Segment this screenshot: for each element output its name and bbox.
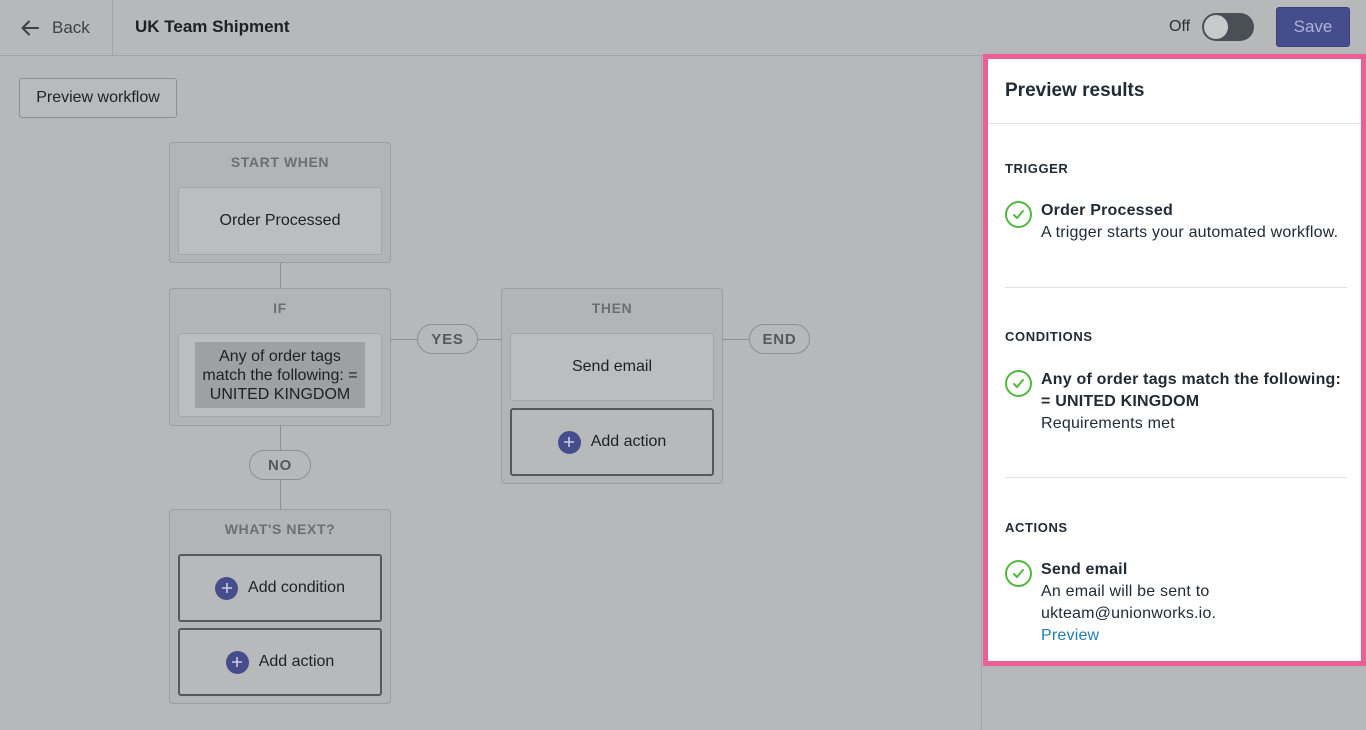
connector-no-next — [280, 480, 281, 509]
end-pill: END — [749, 324, 810, 354]
connector-start-if — [280, 263, 281, 288]
add-condition-button[interactable]: Add condition — [178, 554, 382, 622]
next-add-action-label: Add action — [258, 653, 335, 670]
actions-result-title: Send email — [1041, 561, 1128, 578]
trigger-result-description: A trigger starts your automated workflow… — [1041, 224, 1339, 241]
yes-pill: YES — [417, 324, 478, 354]
connector-if-yes — [391, 339, 417, 340]
conditions-result-description: Requirements met — [1041, 415, 1175, 432]
next-add-action-button[interactable]: Add action — [178, 628, 382, 696]
back-button[interactable]: Back — [0, 0, 113, 56]
conditions-result-title: Any of order tags match the following: =… — [1041, 371, 1342, 410]
plus-icon — [557, 430, 581, 454]
divider — [1005, 287, 1347, 288]
plus-icon — [225, 650, 249, 674]
connector-if-no — [280, 426, 281, 450]
then-header: THEN — [591, 299, 633, 316]
whats-next-header: WHAT'S NEXT? — [224, 520, 336, 537]
no-pill: NO — [249, 450, 311, 480]
actions-result: Send email An email will be sent to ukte… — [1005, 559, 1347, 647]
then-add-action-label: Add action — [590, 433, 667, 450]
if-header: IF — [273, 299, 287, 316]
workflow-toggle[interactable] — [1202, 13, 1254, 41]
then-add-action-button[interactable]: Add action — [510, 408, 714, 476]
action-send-email[interactable]: Send email — [510, 333, 714, 401]
connector-yes-then — [478, 339, 501, 340]
email-preview-link[interactable]: Preview — [1041, 627, 1100, 644]
divider — [1005, 477, 1347, 478]
condition-text: Any of order tags match the following: =… — [195, 342, 365, 408]
back-label: Back — [52, 18, 90, 37]
check-circle-icon — [1005, 201, 1032, 228]
condition-box[interactable]: Any of order tags match the following: =… — [178, 333, 382, 417]
start-when-card: START WHEN Order Processed — [169, 142, 391, 263]
actions-section-label: ACTIONS — [1005, 520, 1068, 535]
preview-workflow-button[interactable]: Preview workflow — [19, 78, 177, 118]
add-condition-label: Add condition — [248, 579, 345, 596]
then-card: THEN Send email Add action — [501, 288, 723, 484]
check-circle-icon — [1005, 560, 1032, 587]
actions-result-description: An email will be sent to ukteam@unionwor… — [1041, 583, 1217, 622]
toggle-label: Off — [1169, 18, 1191, 35]
check-circle-icon — [1005, 370, 1032, 397]
toggle-knob — [1204, 15, 1228, 39]
top-bar: Back UK Team Shipment Off Save — [0, 0, 1366, 56]
conditions-result: Any of order tags match the following: =… — [1005, 369, 1347, 435]
arrow-left-icon — [21, 20, 39, 36]
trigger-result: Order Processed A trigger starts your au… — [1005, 200, 1347, 244]
preview-results-panel: Preview results TRIGGER Order Processed … — [983, 54, 1366, 666]
panel-title: Preview results — [988, 59, 1361, 124]
trigger-section-label: TRIGGER — [1005, 161, 1069, 176]
trigger-result-title: Order Processed — [1041, 202, 1173, 219]
connector-then-end — [723, 339, 749, 340]
if-card: IF Any of order tags match the following… — [169, 288, 391, 426]
save-button[interactable]: Save — [1276, 7, 1350, 47]
conditions-section-label: CONDITIONS — [1005, 329, 1093, 344]
start-when-header: START WHEN — [230, 153, 330, 170]
plus-icon — [215, 576, 239, 600]
whats-next-card: WHAT'S NEXT? Add condition Add action — [169, 509, 391, 704]
trigger-order-processed[interactable]: Order Processed — [178, 187, 382, 255]
page-title: UK Team Shipment — [135, 17, 290, 36]
